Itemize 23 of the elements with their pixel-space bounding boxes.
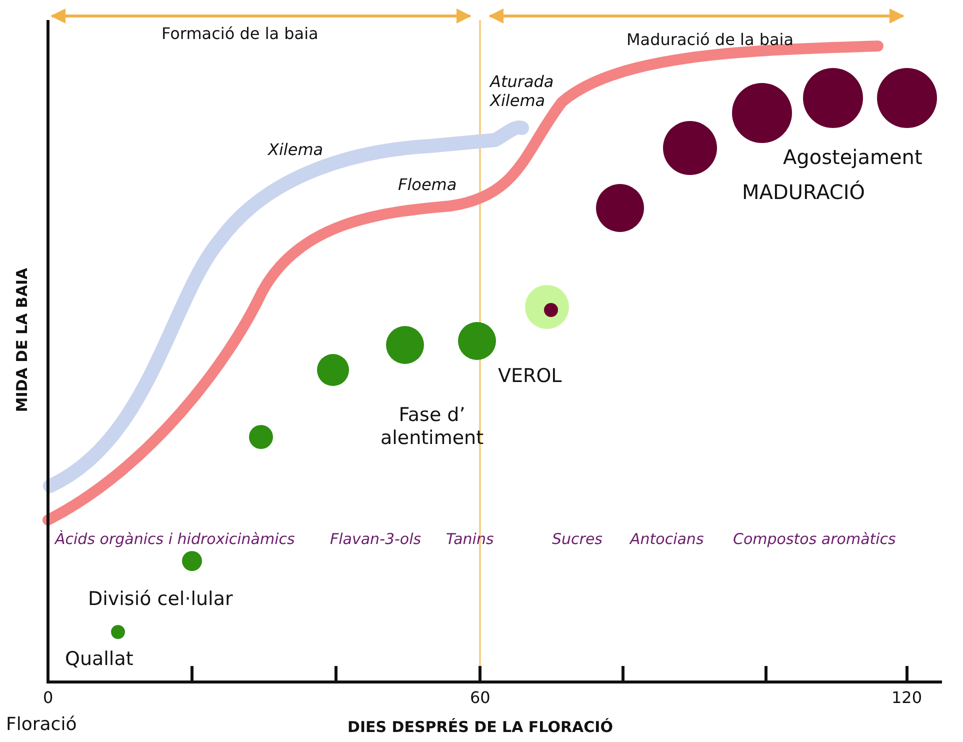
stage-label: Divisió cel·lular (88, 588, 233, 611)
curve-label: Xilema (268, 140, 324, 160)
stage-label: Agostejament (783, 145, 922, 169)
compound-label: Sucres (552, 530, 602, 548)
compound-label: Compostos aromàtics (733, 530, 896, 548)
stage-label: Fase d’ alentiment (379, 404, 485, 450)
axis-title: MIDA DE LA BAIA (13, 268, 32, 412)
tick-label: 120 (892, 688, 922, 708)
stage-label: Quallat (65, 648, 134, 671)
tick-label: 60 (470, 688, 490, 708)
compound-label: Tanins (446, 530, 494, 548)
compound-label: Àcids orgànics i hidroxicinàmics (55, 530, 295, 548)
stage-label: VEROL (498, 365, 562, 388)
axis-note: Floració (6, 714, 77, 736)
compound-label: Antocians (630, 530, 704, 548)
axis-title: DIES DESPRÉS DE LA FLORACIÓ (348, 718, 613, 736)
compound-label: Flavan-3-ols (330, 530, 422, 548)
stage-label: MADURACIÓ (742, 180, 865, 204)
curve-label: Floema (398, 175, 457, 194)
tick-label: 0 (43, 688, 54, 708)
section-title: Maduració de la baia (626, 30, 794, 50)
annotation-label: Aturada Xilema (490, 72, 555, 110)
section-title: Formació de la baia (162, 24, 318, 44)
